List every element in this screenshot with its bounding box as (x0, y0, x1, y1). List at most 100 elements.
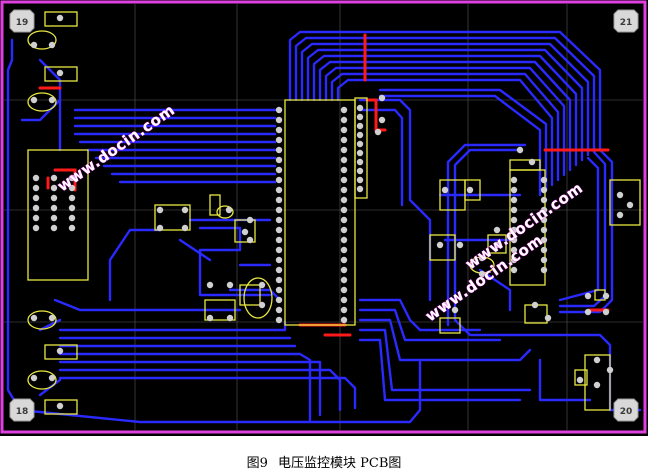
pad (50, 184, 58, 192)
pad (56, 14, 64, 22)
pad (441, 301, 449, 309)
pad (340, 216, 348, 224)
corner-marker-top-right: 21 (613, 9, 639, 33)
pad (68, 204, 76, 212)
pad (32, 224, 40, 232)
pad (356, 131, 364, 139)
pad (32, 184, 40, 192)
pad (48, 374, 56, 382)
pad (593, 356, 601, 364)
pad (32, 174, 40, 182)
pad (156, 224, 164, 232)
pad (602, 292, 610, 300)
blue-trace (294, 36, 596, 152)
pad (50, 204, 58, 212)
pad (602, 308, 610, 316)
pad (225, 206, 233, 214)
silkscreen-outline (574, 369, 588, 386)
blue-trace (358, 98, 432, 302)
corner-marker-bottom-left: 18 (9, 398, 35, 422)
silkscreen-outline (243, 277, 273, 319)
pad (48, 314, 56, 322)
pad (544, 314, 552, 322)
pad (68, 214, 76, 222)
pad (540, 226, 548, 234)
pad (275, 226, 283, 234)
pad (340, 266, 348, 274)
pad (340, 296, 348, 304)
pad (606, 366, 614, 374)
pad (226, 314, 234, 322)
silkscreen-outline (439, 317, 461, 334)
silkscreen-outline (209, 194, 221, 216)
silkscreen-outline (584, 354, 611, 411)
pad (516, 146, 524, 154)
pad (275, 276, 283, 284)
blue-trace (53, 298, 242, 312)
pad (68, 194, 76, 202)
pad (616, 211, 624, 219)
pad (356, 113, 364, 121)
blue-trace (378, 88, 548, 192)
silkscreen-outline (27, 370, 57, 390)
pad (50, 174, 58, 182)
blue-trace (324, 66, 566, 177)
pad (356, 185, 364, 193)
pad (275, 186, 283, 194)
pad (456, 241, 464, 249)
pad (356, 158, 364, 166)
pad (356, 167, 364, 175)
pad (510, 256, 518, 264)
figure-caption: 图9 电压监控模块 PCB图 (0, 452, 648, 471)
pcb-board: 19 21 18 20 www.docin.com www.docin.com … (0, 0, 648, 436)
red-trace (53, 168, 77, 192)
blue-trace (358, 308, 502, 342)
pad (30, 314, 38, 322)
pad (540, 176, 548, 184)
silkscreen-outline (464, 179, 481, 201)
pad (340, 286, 348, 294)
pad (246, 216, 254, 224)
pad (540, 266, 548, 274)
pad (340, 206, 348, 214)
silkscreen-outline (44, 399, 78, 415)
pad (275, 316, 283, 324)
pad (50, 194, 58, 202)
pad (340, 186, 348, 194)
pad (356, 122, 364, 130)
silkscreen-outline (44, 66, 78, 82)
red-trace (365, 98, 387, 132)
pad (258, 301, 266, 309)
pad (275, 216, 283, 224)
pad (510, 236, 518, 244)
blue-trace (108, 228, 162, 302)
pad (356, 104, 364, 112)
pad (340, 246, 348, 254)
silkscreen-outline (429, 234, 456, 261)
pad (241, 228, 249, 236)
pad (32, 214, 40, 222)
silkscreen-outline (27, 92, 57, 112)
blue-trace (58, 352, 312, 422)
corner-label-bottom-left: 18 (16, 407, 29, 417)
pad (56, 69, 64, 77)
pad (56, 402, 64, 410)
pad (340, 166, 348, 174)
blue-trace (330, 72, 560, 182)
pad (356, 149, 364, 157)
pad (593, 381, 601, 389)
pad (510, 266, 518, 274)
blue-trace (58, 376, 357, 410)
blue-trace (288, 30, 602, 152)
pad (48, 96, 56, 104)
pad (616, 191, 624, 199)
pad (510, 226, 518, 234)
pad (540, 186, 548, 194)
pad (206, 314, 214, 322)
silkscreen-outline (44, 11, 78, 27)
pad (56, 347, 64, 355)
pad (340, 196, 348, 204)
pad (436, 241, 444, 249)
pad (68, 184, 76, 192)
blue-trace (358, 338, 522, 402)
